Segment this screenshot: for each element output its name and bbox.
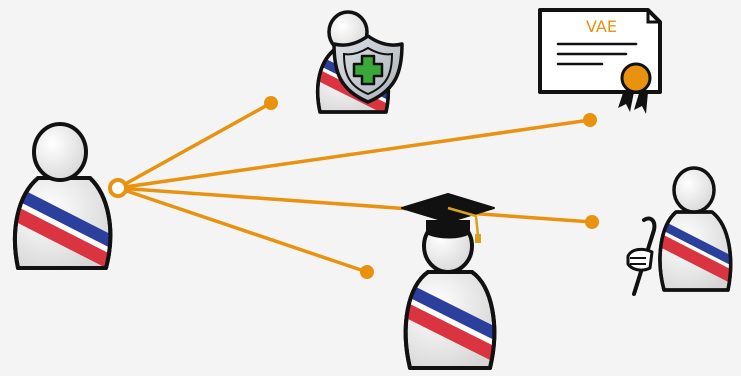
- graduation-cap-icon: [402, 194, 494, 243]
- certificate-vae: VAE: [540, 10, 660, 114]
- elected-official-health: [312, 12, 402, 118]
- cane-icon: [628, 218, 654, 294]
- connector-endpoint-graduate: [360, 265, 374, 279]
- source-connector-ring: [110, 180, 126, 196]
- connector-to-certificate: [118, 120, 590, 188]
- elected-official-retired: [628, 168, 740, 294]
- elected-official-graduate: [398, 194, 502, 368]
- certificate-label: VAE: [586, 17, 617, 36]
- elected-official-source: [8, 124, 126, 274]
- connector-endpoint-retired: [585, 215, 599, 229]
- connectors: [118, 96, 599, 279]
- connector-to-graduate: [118, 188, 367, 272]
- connector-to-retired: [118, 188, 592, 222]
- connector-endpoint-certificate: [583, 113, 597, 127]
- connector-endpoint-health: [264, 96, 278, 110]
